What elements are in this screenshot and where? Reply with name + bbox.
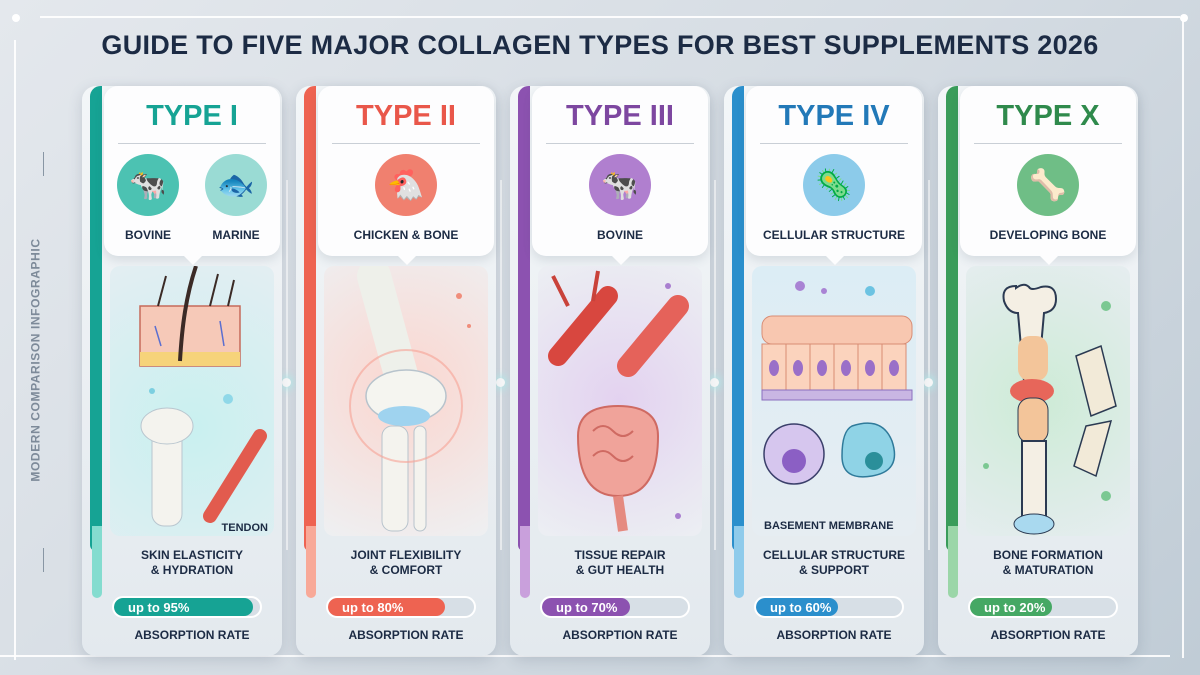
connector-dot bbox=[496, 378, 505, 387]
type-title: TYPE I bbox=[146, 100, 238, 132]
connector-dot bbox=[282, 378, 291, 387]
source-item: 🐄 BOVINE bbox=[108, 154, 188, 242]
illustration-caption: TENDON bbox=[221, 522, 268, 534]
page-title: GUIDE TO FIVE MAJOR COLLAGEN TYPES FOR B… bbox=[101, 30, 1099, 60]
frame-right-line bbox=[1182, 18, 1184, 658]
bone-growth-illustration bbox=[966, 266, 1130, 536]
absorption-bar: up to 70% bbox=[540, 596, 690, 618]
source-list: 🐄 BOVINE bbox=[532, 154, 708, 242]
source-item: 🦠 CELLULAR STRUCTURE bbox=[754, 154, 914, 242]
skin-joint-tendon-illustration: TENDON bbox=[110, 266, 274, 536]
frame-bottom-line bbox=[0, 655, 1170, 657]
absorption-bar-fill: up to 20% bbox=[970, 598, 1052, 616]
type-title: TYPE II bbox=[356, 100, 456, 132]
source-label: MARINE bbox=[212, 228, 260, 242]
absorption-bar: up to 80% bbox=[326, 596, 476, 618]
accent-stripe bbox=[304, 86, 316, 551]
card-header: TYPE IV 🦠 CELLULAR STRUCTURE bbox=[746, 86, 922, 265]
divider bbox=[760, 143, 908, 144]
absorption-label: ABSORPTION RATE bbox=[776, 628, 892, 642]
side-tick bbox=[43, 152, 44, 176]
absorption-label: ABSORPTION RATE bbox=[134, 628, 250, 642]
source-item: 🐔 CHICKEN & BONE bbox=[331, 154, 481, 242]
basement-membrane-illustration: BASEMENT MEMBRANE bbox=[752, 266, 916, 536]
fish-icon: 🐟 bbox=[205, 154, 267, 216]
absorption-label: ABSORPTION RATE bbox=[990, 628, 1106, 642]
divider bbox=[974, 143, 1122, 144]
collagen-card-type-iii: TYPE III 🐄 BOVINE TISSUE REPAIR & GUT HE… bbox=[510, 86, 710, 656]
knee-joint-illustration bbox=[324, 266, 488, 536]
connector-dot bbox=[710, 378, 719, 387]
benefit-text: CELLULAR STRUCTURE & SUPPORT bbox=[763, 548, 905, 577]
source-list: 🐔 CHICKEN & BONE bbox=[318, 154, 494, 242]
absorption-bar: up to 20% bbox=[968, 596, 1118, 618]
accent-stripe-light bbox=[520, 526, 530, 598]
frame-left-line bbox=[14, 40, 16, 660]
accent-stripe bbox=[518, 86, 530, 551]
frame-corner-dot bbox=[12, 14, 20, 22]
type-title: TYPE X bbox=[996, 100, 1100, 132]
absorption-bar-fill: up to 95% bbox=[114, 598, 253, 616]
source-item: 🦴 DEVELOPING BONE bbox=[973, 154, 1123, 242]
cow-icon: 🐄 bbox=[117, 154, 179, 216]
benefit-text: JOINT FLEXIBILITY & COMFORT bbox=[350, 548, 462, 577]
card-header: TYPE X 🦴 DEVELOPING BONE bbox=[960, 86, 1136, 265]
collagen-card-type-x: TYPE X 🦴 DEVELOPING BONE BONE FORMATION … bbox=[938, 86, 1138, 656]
absorption-bar: up to 95% bbox=[112, 596, 262, 618]
collagen-card-type-ii: TYPE II 🐔 CHICKEN & BONE JOINT FLEXIBILI… bbox=[296, 86, 496, 656]
connector-dot bbox=[924, 378, 933, 387]
card-header: TYPE I 🐄 BOVINE 🐟 MARINE bbox=[104, 86, 280, 265]
collagen-card-type-iv: TYPE IV 🦠 CELLULAR STRUCTURE bbox=[724, 86, 924, 656]
source-label: DEVELOPING BONE bbox=[989, 228, 1107, 242]
side-label: MODERN COMPARISON INFOGRAPHIC bbox=[29, 238, 43, 482]
absorption-bar: up to 60% bbox=[754, 596, 904, 618]
source-list: 🦠 CELLULAR STRUCTURE bbox=[746, 154, 922, 242]
illustration-caption: BASEMENT MEMBRANE bbox=[764, 520, 894, 532]
accent-stripe-light bbox=[306, 526, 316, 598]
accent-stripe bbox=[946, 86, 958, 551]
source-item: 🐄 BOVINE bbox=[545, 154, 695, 242]
divider bbox=[118, 143, 266, 144]
collagen-card-type-i: TYPE I 🐄 BOVINE 🐟 MARINE TENDON bbox=[82, 86, 282, 656]
source-label: CHICKEN & BONE bbox=[353, 228, 459, 242]
absorption-bar-fill: up to 60% bbox=[756, 598, 838, 616]
divider bbox=[332, 143, 480, 144]
accent-stripe bbox=[90, 86, 102, 551]
source-label: BOVINE bbox=[596, 228, 643, 242]
benefit-text: SKIN ELASTICITY & HYDRATION bbox=[140, 548, 243, 577]
source-list: 🐄 BOVINE 🐟 MARINE bbox=[104, 154, 280, 242]
bone-icon: 🦴 bbox=[1017, 154, 1079, 216]
frame-top-line bbox=[40, 16, 1180, 18]
connector-line bbox=[714, 180, 716, 550]
divider bbox=[546, 143, 694, 144]
source-label: BOVINE bbox=[124, 228, 171, 242]
absorption-bar-fill: up to 80% bbox=[328, 598, 445, 616]
connector-line bbox=[500, 180, 502, 550]
blood-vessel-muscle-gut-illustration bbox=[538, 266, 702, 536]
absorption-label: ABSORPTION RATE bbox=[562, 628, 678, 642]
connector-line bbox=[286, 180, 288, 550]
accent-stripe-light bbox=[734, 526, 744, 598]
cow-icon: 🐄 bbox=[589, 154, 651, 216]
benefit-text: BONE FORMATION & MATURATION bbox=[993, 548, 1103, 577]
type-title: TYPE IV bbox=[778, 100, 890, 132]
source-list: 🦴 DEVELOPING BONE bbox=[960, 154, 1136, 242]
accent-stripe-light bbox=[948, 526, 958, 598]
benefit-text: TISSUE REPAIR & GUT HEALTH bbox=[574, 548, 666, 577]
connector-line bbox=[928, 180, 930, 550]
absorption-bar-fill: up to 70% bbox=[542, 598, 630, 616]
accent-stripe bbox=[732, 86, 744, 551]
side-tick bbox=[43, 548, 44, 572]
accent-stripe-light bbox=[92, 526, 102, 598]
card-header: TYPE III 🐄 BOVINE bbox=[532, 86, 708, 265]
source-item: 🐟 MARINE bbox=[196, 154, 276, 242]
card-header: TYPE II 🐔 CHICKEN & BONE bbox=[318, 86, 494, 265]
absorption-label: ABSORPTION RATE bbox=[348, 628, 464, 642]
source-label: CELLULAR STRUCTURE bbox=[763, 228, 905, 242]
type-title: TYPE III bbox=[566, 100, 674, 132]
cell-icon: 🦠 bbox=[803, 154, 865, 216]
chicken-bone-icon: 🐔 bbox=[375, 154, 437, 216]
frame-corner-dot bbox=[1180, 14, 1188, 22]
